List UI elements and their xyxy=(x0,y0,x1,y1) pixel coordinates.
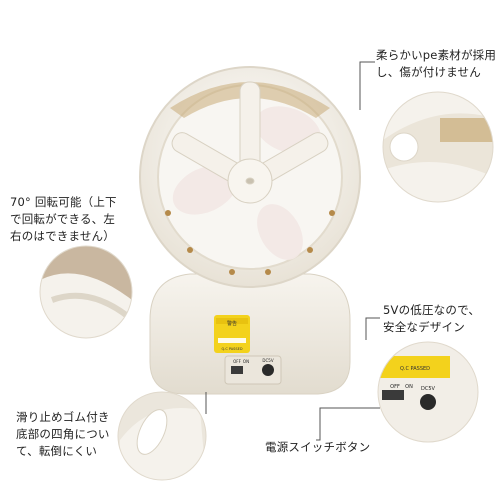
switch-on-label: ON xyxy=(243,359,249,364)
fan-spokes xyxy=(171,81,329,204)
switch-label-inset-on: ON xyxy=(405,384,413,390)
callout-soft-material: 柔らかいpe素材が採用 し、傷が付けません xyxy=(376,48,497,79)
inset-low-voltage xyxy=(378,342,478,442)
callout-rubber-feet: 滑り止めゴム付き 底部の四角につい て、転倒にくい xyxy=(16,410,110,458)
switch-label-inset-off: OFF xyxy=(390,384,400,390)
inset-soft-material xyxy=(383,92,493,202)
callout-low-voltage: 5Vの低圧なので、 安全なデザイン xyxy=(383,303,481,334)
switch-off-label: OFF xyxy=(233,359,241,364)
power-input-label: DC5V xyxy=(262,358,273,363)
warning-sticker xyxy=(214,315,250,353)
qc-label-base: Q.C PASSED xyxy=(221,347,242,351)
fan-blades xyxy=(172,106,321,260)
fan-base xyxy=(149,273,351,395)
power-label-inset: DC5V xyxy=(421,386,436,392)
callout-power-switch: 電源スイッチボタン xyxy=(265,440,371,454)
inset-rotation xyxy=(40,246,132,338)
qc-label-inset: Q.C PASSED xyxy=(400,366,430,372)
inset-rubber-feet xyxy=(118,392,206,480)
callout-rotation: 70° 回転可能（上下 で回転ができる、左 右のはできません） xyxy=(10,195,117,243)
power-switch xyxy=(231,366,243,374)
warning-title: 警告 xyxy=(227,320,237,327)
leader-lines xyxy=(104,61,380,441)
dc-port xyxy=(262,364,274,376)
